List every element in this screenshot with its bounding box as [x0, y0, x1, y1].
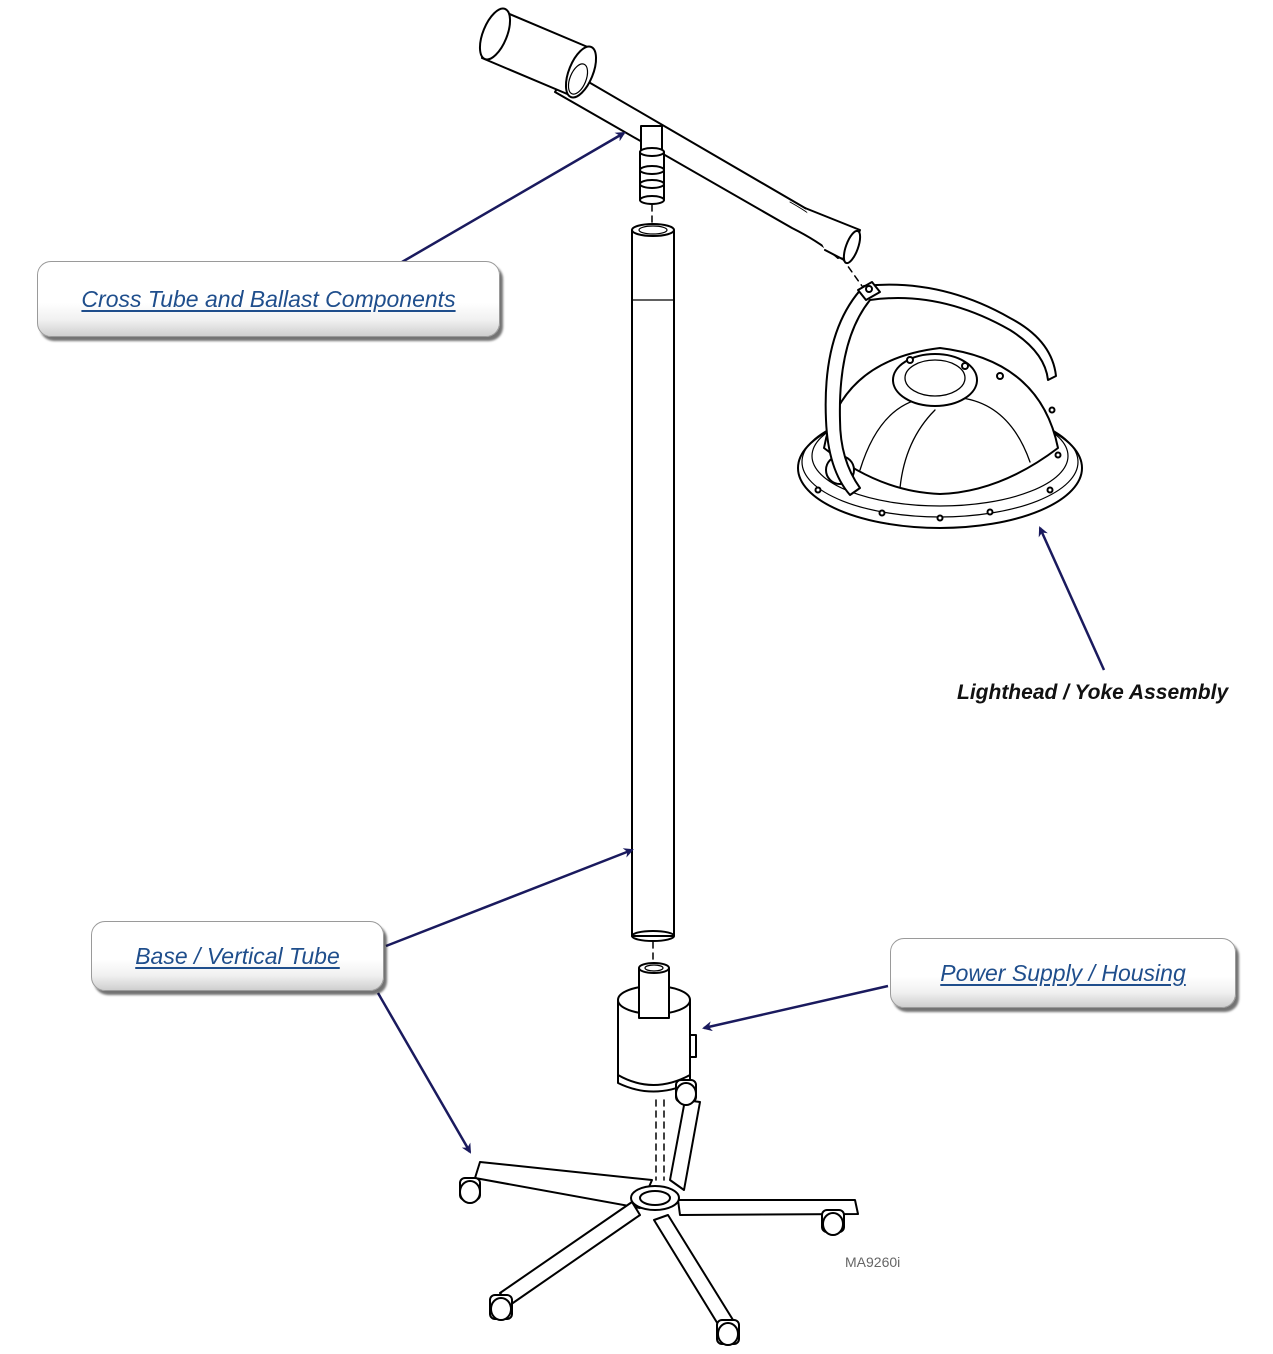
- arrow-cross-tube: [401, 131, 626, 264]
- caster: [716, 1319, 740, 1346]
- caster: [459, 1177, 481, 1204]
- lighthead-yoke-assembly: [797, 281, 1083, 529]
- lighthead-label: Lighthead / Yoke Assembly: [957, 681, 1229, 704]
- arrow-lighthead: [1038, 526, 1106, 671]
- power-supply-link[interactable]: Power Supply / Housing: [940, 959, 1186, 986]
- figure-code: MA9260i: [845, 1254, 901, 1270]
- vertical-tube: [631, 223, 675, 963]
- caster: [675, 1079, 697, 1106]
- base-tube-callout[interactable]: Base / Vertical Tube: [91, 921, 384, 991]
- arrow-caster-base: [376, 992, 472, 1154]
- arrow-power-supply: [702, 984, 889, 1032]
- cross-tube-link[interactable]: Cross Tube and Ballast Components: [81, 285, 456, 312]
- arrow-vertical-tube: [385, 848, 634, 948]
- caster: [489, 1294, 513, 1321]
- caster: [821, 1209, 845, 1236]
- base-tube-link[interactable]: Base / Vertical Tube: [135, 942, 340, 969]
- caster-base: [459, 1079, 859, 1346]
- cross-tube-assembly: [478, 7, 863, 287]
- power-supply-callout[interactable]: Power Supply / Housing: [890, 938, 1236, 1008]
- leader-arrows: [376, 131, 1106, 1154]
- cross-tube-callout[interactable]: Cross Tube and Ballast Components: [37, 261, 500, 337]
